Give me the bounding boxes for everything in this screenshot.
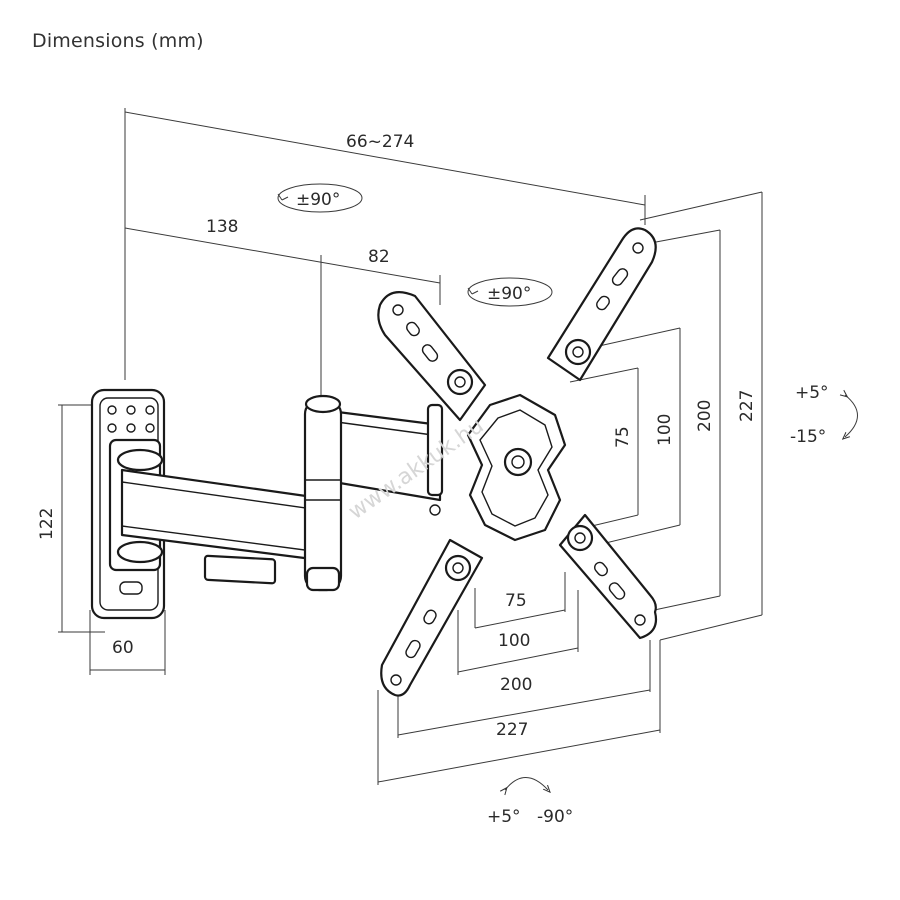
swing-arm (120, 394, 442, 592)
label-vesa-v-75: 75 (613, 426, 633, 448)
dimension-lines (58, 108, 763, 785)
label-vesa-h-100: 100 (498, 631, 530, 651)
label-vesa-v-100: 100 (655, 414, 675, 446)
label-wall-plate-height: 122 (37, 508, 57, 540)
rotation-symbols (277, 183, 858, 790)
label-level-left: +5° (487, 807, 521, 827)
label-arm-length: 138 (206, 217, 238, 237)
label-level-right: -90° (537, 807, 573, 827)
label-arm-reach: 66~274 (346, 132, 414, 152)
label-tilt-up: +5° (795, 383, 829, 403)
dimension-labels: 66~274 138 82 122 60 75 100 200 227 75 1… (37, 132, 757, 740)
label-plate-width: 227 (496, 720, 528, 740)
page-title: Dimensions (mm) (32, 30, 204, 52)
label-vesa-v-200: 200 (695, 400, 715, 432)
label-swivel-arm: ±90° (296, 190, 340, 210)
label-tilt-down: -15° (790, 427, 826, 447)
rotation-labels: ±90° ±90° +5° -15° +5° -90° (296, 190, 829, 827)
label-wall-plate-width: 60 (112, 638, 134, 658)
label-vesa-h-200: 200 (500, 675, 532, 695)
label-vesa-h-75: 75 (505, 591, 527, 611)
vesa-plate (377, 227, 658, 697)
label-swivel-head: ±90° (487, 284, 531, 304)
label-plate-height: 227 (737, 390, 757, 422)
label-arm-segment: 82 (368, 247, 390, 267)
